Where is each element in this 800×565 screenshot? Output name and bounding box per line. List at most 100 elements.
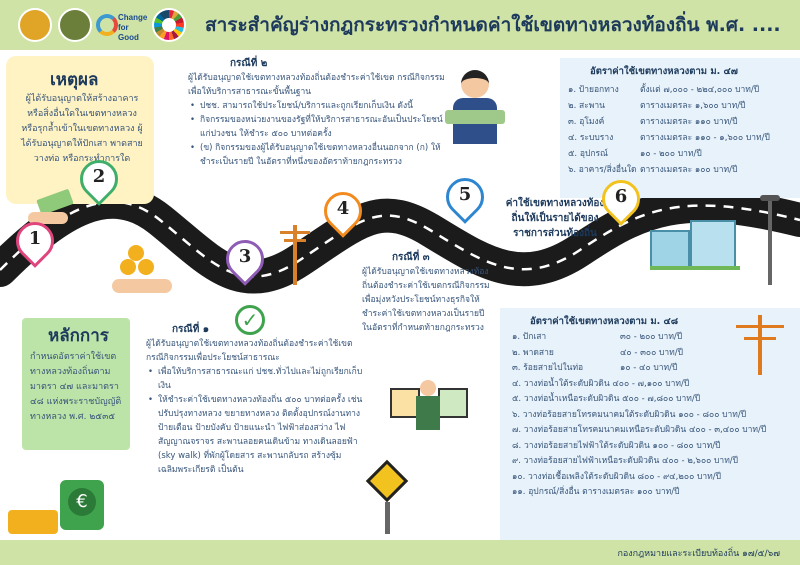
pin-number: 3 xyxy=(238,246,252,267)
rate-47-title: อัตราค่าใช้เขตทางหลวงตาม ม. ๔๗ xyxy=(590,66,738,77)
reason-text: ผู้ได้รับอนุญาตให้สร้างอาคาร หรือสิ่งอื่… xyxy=(21,94,143,164)
power-line-illustration xyxy=(730,315,790,375)
sdg-wheel-logo xyxy=(152,8,186,42)
case-1-title: กรณีที่ ๑ xyxy=(172,324,210,335)
pin-number: 4 xyxy=(336,198,350,219)
rate-row: ๗. วางท่อร้อยสายโทรคมนาคมเหนือระดับผิวดิ… xyxy=(512,423,794,439)
rate-row: ๓. อุโมงค์ ตารางเมตรละ ๑๑๐ บาท/ปี xyxy=(568,114,796,130)
rate-value: ตารางเมตรละ ๑๐๐ บาท/ปี xyxy=(582,487,680,497)
step-pin-5: 5 xyxy=(438,170,492,228)
case-2-section: กรณีที่ ๒ ผู้ได้รับอนุญาตใช้เขตทางหลวงท้… xyxy=(188,56,450,169)
rate-value: ๑๐๐ - ๘๐๐ บาท/ปี xyxy=(678,409,747,420)
rate-row: ๔. ระบบราง ตารางเมตรละ ๑๑๐ - ๑,๖๐๐ บาท/ปี xyxy=(568,130,796,146)
rate-name: ๑. ป้ายอกทาง xyxy=(568,85,619,95)
rate-name: ๕. อุปกรณ์ xyxy=(568,149,608,159)
rate-47-list: ๑. ป้ายอกทาง ตั้งแต่ ๗,๐๐๐ - ๒๒๔,๐๐๐ บาท/… xyxy=(568,82,796,178)
rate-value: ตารางเมตรละ ๑,๖๐๐ บาท/ปี xyxy=(640,101,746,111)
rate-name: ๔. วางท่อน้ำใต้ระดับผิวดิน xyxy=(512,378,610,389)
rate-value: ๓๐ - ๒๐๐ บาท/ปี xyxy=(620,332,683,342)
step-pin-3: 3 xyxy=(218,232,272,290)
rate-name: ๑. ปักเสา xyxy=(512,332,547,342)
rate-row: ๔. วางท่อน้ำใต้ระดับผิวดิน ๔๐๐ - ๗,๑๐๐ บ… xyxy=(512,377,794,393)
pin-number: 2 xyxy=(92,166,106,187)
case-2-intro: ผู้ได้รับอนุญาตใช้เขตทางหลวงท้องถิ่นต้อง… xyxy=(188,73,445,97)
rate-value: ๔๐๐ - ๗,๑๐๐ บาท/ปี xyxy=(612,378,690,389)
case-1-item: ให้ชำระค่าใช้เขตทางหลวงท้องถิ่น ๕๐๐ บาทต… xyxy=(146,393,370,477)
rate-row: ๘. วางท่อร้อยสายไฟฟ้าใต้ระดับผิวดิน ๑๐๐ … xyxy=(512,439,794,455)
rate-value: ตารางเมตรละ ๑๑๐ - ๑,๖๐๐ บาท/ปี xyxy=(640,133,770,143)
rate-row: ๓. ร้อยสายไปในท่อ ๑๐ - ๔๐ บาท/ปี xyxy=(512,361,794,377)
building-illustration xyxy=(650,210,740,270)
rate-row: ๒. พาดสาย๔๐ - ๓๐๐ บาท/ปี xyxy=(512,346,794,362)
case-3-text: ผู้ได้รับอนุญาตใช้เขตทางหลวงท้องถิ่นต้อง… xyxy=(362,267,490,333)
case-1-item: เพื่อให้บริการสาธารณะแก่ ปชช.ทั่วไปและไม… xyxy=(146,365,370,393)
pin-number: 5 xyxy=(458,184,472,205)
government-seal-logo xyxy=(18,8,52,42)
case-2-title: กรณีที่ ๒ xyxy=(230,58,268,69)
rate-name: ๒. พาดสาย xyxy=(512,347,554,358)
step-pin-6: 6 xyxy=(594,172,648,230)
logo-text: Change for Good xyxy=(118,13,148,42)
footer-credit: กองกฎหมายและระเบียบท้องถิ่น ๑๗/๕/๖๗ xyxy=(617,549,780,559)
check-icon: ✓ xyxy=(235,305,265,335)
rate-row: ๖. วางท่อร้อยสายโทรคมนาคมใต้ระดับผิวดิน … xyxy=(512,408,794,424)
rate-name: ๗. วางท่อร้อยสายโทรคมนาคมเหนือระดับผิวดิ… xyxy=(512,425,687,435)
pin-number: 1 xyxy=(28,228,42,249)
rate-48-panel: อัตราค่าใช้เขตทางหลวงตาม ม. ๔๘ ๑. ปักเสา… xyxy=(500,308,800,540)
step-pin-1: 1 xyxy=(8,214,62,272)
coins-hand-illustration xyxy=(112,245,182,295)
euro-icon: € xyxy=(68,488,96,516)
rate-name: ๘. วางท่อร้อยสายไฟฟ้าใต้ระดับผิวดิน xyxy=(512,440,650,451)
rate-value: ตั้งแต่ ๗,๐๐๐ - ๒๒๔,๐๐๐ บาท/ปี xyxy=(640,85,760,95)
road-sign-illustration xyxy=(365,459,409,534)
rate-47-panel: อัตราค่าใช้เขตทางหลวงตาม ม. ๔๗ ๑. ป้ายอก… xyxy=(560,58,800,198)
road-illustration xyxy=(0,184,800,294)
rate-name: ๕. วางท่อน้ำเหนือระดับผิวดิน xyxy=(512,394,620,404)
case-1-intro: ผู้ได้รับอนุญาตใช้เขตทางหลวงท้องถิ่นต้อง… xyxy=(146,339,353,363)
rate-name: ๑๑. อุปกรณ์/สิ่งอื่น xyxy=(512,487,580,497)
businessman-money-illustration xyxy=(445,70,505,145)
rate-name: ๓. อุโมงค์ xyxy=(568,117,605,127)
money-stack-illustration: € xyxy=(8,480,108,538)
step-pin-2: 2 xyxy=(72,152,126,210)
step-pin-4: 4 xyxy=(316,184,370,242)
pin-number: 6 xyxy=(614,186,628,207)
rate-row: ๒. สะพาน ตารางเมตรละ ๑,๖๐๐ บาท/ปี xyxy=(568,98,796,114)
case-1-body: ผู้ได้รับอนุญาตใช้เขตทางหลวงท้องถิ่นต้อง… xyxy=(146,337,370,477)
business-chart-illustration xyxy=(390,380,470,430)
rate-name: ๒. สะพาน xyxy=(568,101,605,111)
rate-value: ๑๐๐ - ๘๐๐ บาท/ปี xyxy=(652,440,721,451)
case-1-section: กรณีที่ ๑ ผู้ได้รับอนุญาตใช้เขตทางหลวงท้… xyxy=(146,322,370,477)
rate-name: ๔. ระบบราง xyxy=(568,133,614,143)
case-2-body: ผู้ได้รับอนุญาตใช้เขตทางหลวงท้องถิ่นต้อง… xyxy=(188,71,450,169)
rate-value: ตารางเมตรละ ๑๑๐ บาท/ปี xyxy=(640,117,738,127)
rate-value: ๔๐๐ - ๒,๖๐๐ บาท/ปี xyxy=(661,456,739,466)
rate-row: ๕. วางท่อน้ำเหนือระดับผิวดิน ๕๐๐ - ๗,๘๐๐… xyxy=(512,392,794,408)
case-2-item: ปชช. สามารถใช้ประโยชน์/บริการและถูกเรียก… xyxy=(188,99,450,113)
rate-name: ๑๐. วางท่อเชื้อเพลิงใต้ระดับผิวดิน xyxy=(512,471,635,482)
street-lamp-illustration xyxy=(760,195,780,285)
case-2-item: กิจกรรมของหน่วยงานของรัฐที่ให้บริการสาธา… xyxy=(188,113,450,141)
rate-48-list: ๑. ปักเสา ๓๐ - ๒๐๐ บาท/ปี ๒. พาดสาย๔๐ - ๓… xyxy=(512,330,794,501)
rate-name: ๖. วางท่อร้อยสายโทรคมนาคมใต้ระดับผิวดิน xyxy=(512,409,676,420)
rate-name: ๙. วางท่อร้อยสายไฟฟ้าเหนือระดับผิวดิน xyxy=(512,456,660,466)
rate-value: ๑๐ - ๒๐๐ บาท/ปี xyxy=(640,149,702,159)
rate-value: ๑๐ - ๔๐ บาท/ปี xyxy=(620,363,678,373)
case-3-title: กรณีที่ ๓ xyxy=(392,252,430,263)
power-pole-illustration xyxy=(280,225,310,285)
principle-text: กำหนดอัตราค่าใช้เขตทางหลวงท้องถิ่นตามมาต… xyxy=(30,352,122,422)
rate-value: ๘๐๐ - ๙๔,๒๐๐ บาท/ปี xyxy=(637,471,722,482)
change-for-good-logo: Change for Good xyxy=(96,8,150,42)
rate-name: ๓. ร้อยสายไปในท่อ xyxy=(512,363,584,373)
case-2-item: (ข) กิจกรรมของผู้ได้รับอนุญาตใช้เขตทางหล… xyxy=(188,141,450,169)
rate-row: ๙. วางท่อร้อยสายไฟฟ้าเหนือระดับผิวดิน ๔๐… xyxy=(512,454,794,470)
rate-row: ๑๐. วางท่อเชื้อเพลิงใต้ระดับผิวดิน ๘๐๐ -… xyxy=(512,470,794,486)
rate-row: ๖. อาคาร/สิ่งอื่นใดตารางเมตรละ ๑๐๐ บาท/ป… xyxy=(568,162,796,178)
rate-value: ตารางเมตรละ ๑๐๐ บาท/ปี xyxy=(640,165,738,175)
principle-title: หลักการ xyxy=(48,326,109,346)
header-bar: Change for Good สาระสำคัญร่างกฎกระทรวงกำ… xyxy=(0,0,800,50)
rate-row: ๕. อุปกรณ์ ๑๐ - ๒๐๐ บาท/ปี xyxy=(568,146,796,162)
department-seal-logo xyxy=(58,8,92,42)
case-3-section: กรณีที่ ๓ ผู้ได้รับอนุญาตใช้เขตทางหลวงท้… xyxy=(362,250,494,335)
rate-value: ๔๐๐ - ๓,๔๐๐ บาท/ปี xyxy=(688,425,767,435)
